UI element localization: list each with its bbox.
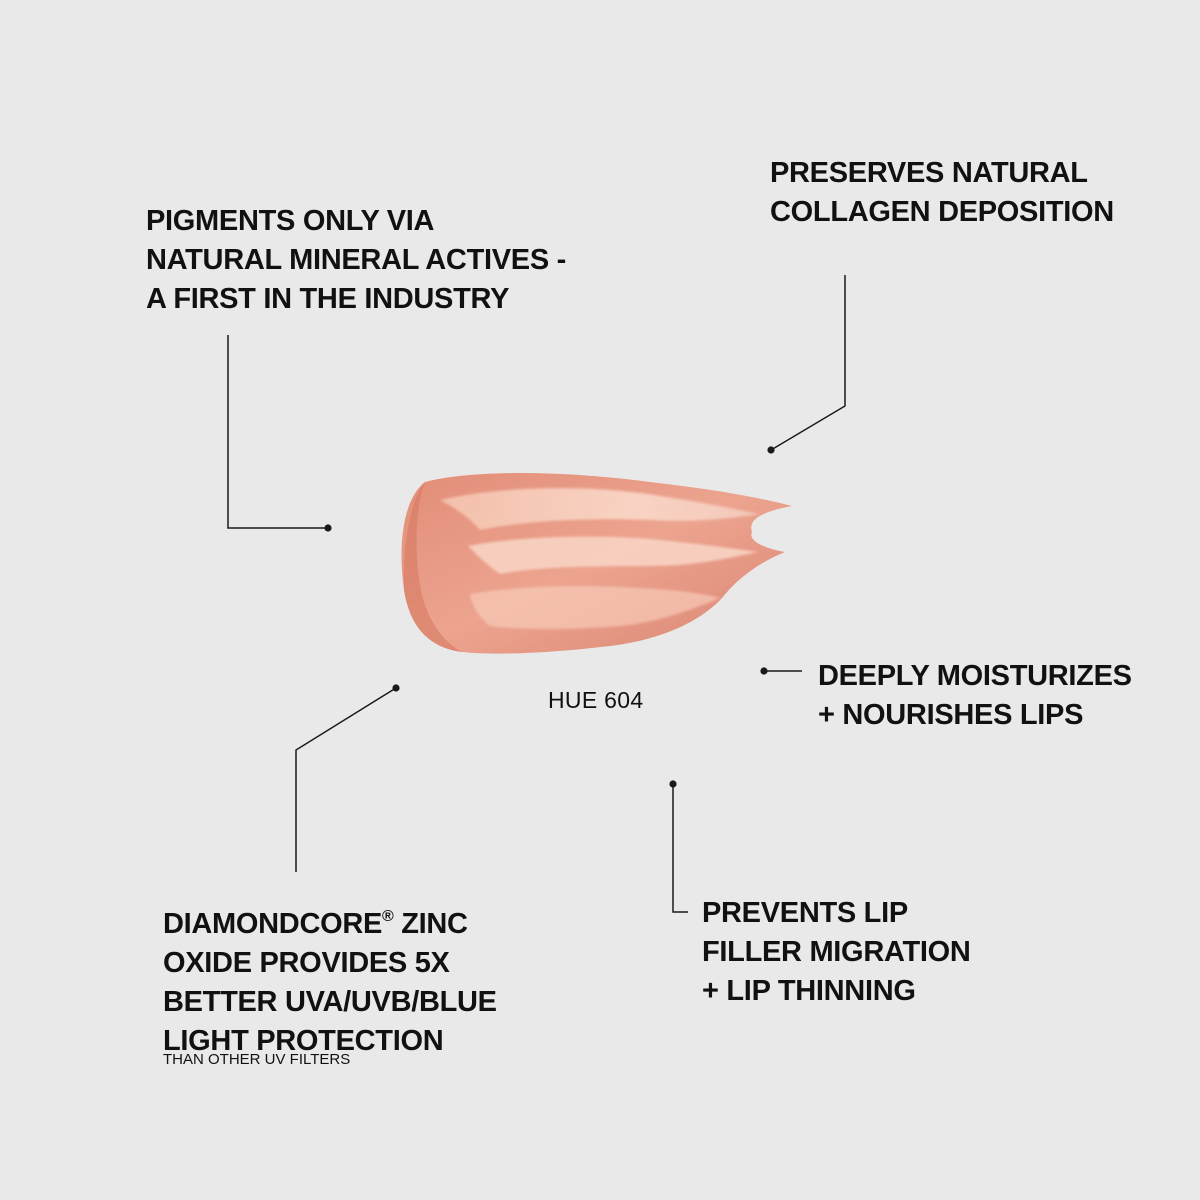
callout-line: LIGHT PROTECTION (163, 1024, 444, 1057)
callout-line: + NOURISHES LIPS (818, 699, 1084, 731)
callout-line: PIGMENTS ONLY VIA (146, 205, 435, 237)
swatch-edge-shade (403, 482, 462, 652)
callout-line: COLLAGEN DEPOSITION (770, 196, 1114, 228)
callout-line-rest: ZINC (393, 907, 468, 940)
callout-line: A FIRST IN THE INDUSTRY (146, 283, 510, 315)
swatch-gloss-middle (468, 536, 758, 574)
swatch-gloss-upper (440, 488, 760, 530)
fine-print: THAN OTHER UV FILTERS (163, 1051, 351, 1068)
callout-line: NATURAL MINERAL ACTIVES - (146, 244, 566, 276)
callout-line: BETTER UVA/UVB/BLUE (163, 985, 497, 1018)
callout-pigments: PIGMENTS ONLY VIA NATURAL MINERAL ACTIVE… (146, 202, 566, 319)
lip-swatch (401, 473, 792, 654)
callout-line: DEEPLY MOISTURIZES (818, 660, 1132, 692)
callout-line: PREVENTS LIP (702, 897, 908, 929)
leader-filler (669, 780, 688, 913)
callout-line: + LIP THINNING (702, 975, 916, 1007)
callout-moisturizes: DEEPLY MOISTURIZES + NOURISHES LIPS (818, 657, 1132, 735)
leader-moisturizes (760, 667, 802, 675)
callout-line: DIAMONDCORE® ZINC (163, 897, 497, 944)
callout-line: OXIDE PROVIDES 5X (163, 946, 450, 979)
callout-zinc: DIAMONDCORE® ZINC OXIDE PROVIDES 5X BETT… (163, 897, 497, 1061)
leader-zinc (295, 684, 400, 872)
shade-label: HUE 604 (548, 687, 644, 713)
leader-pigments (227, 335, 332, 532)
brand-name: DIAMONDCORE (163, 907, 383, 940)
callout-collagen: PRESERVES NATURAL COLLAGEN DEPOSITION (770, 154, 1114, 232)
callout-line: PRESERVES NATURAL (770, 157, 1088, 189)
callout-line: FILLER MIGRATION (702, 936, 971, 968)
registered-mark: ® (382, 908, 394, 925)
callout-filler: PREVENTS LIP FILLER MIGRATION + LIP THIN… (702, 894, 971, 1011)
swatch-gloss-lower (470, 586, 720, 629)
leader-collagen (767, 275, 846, 454)
